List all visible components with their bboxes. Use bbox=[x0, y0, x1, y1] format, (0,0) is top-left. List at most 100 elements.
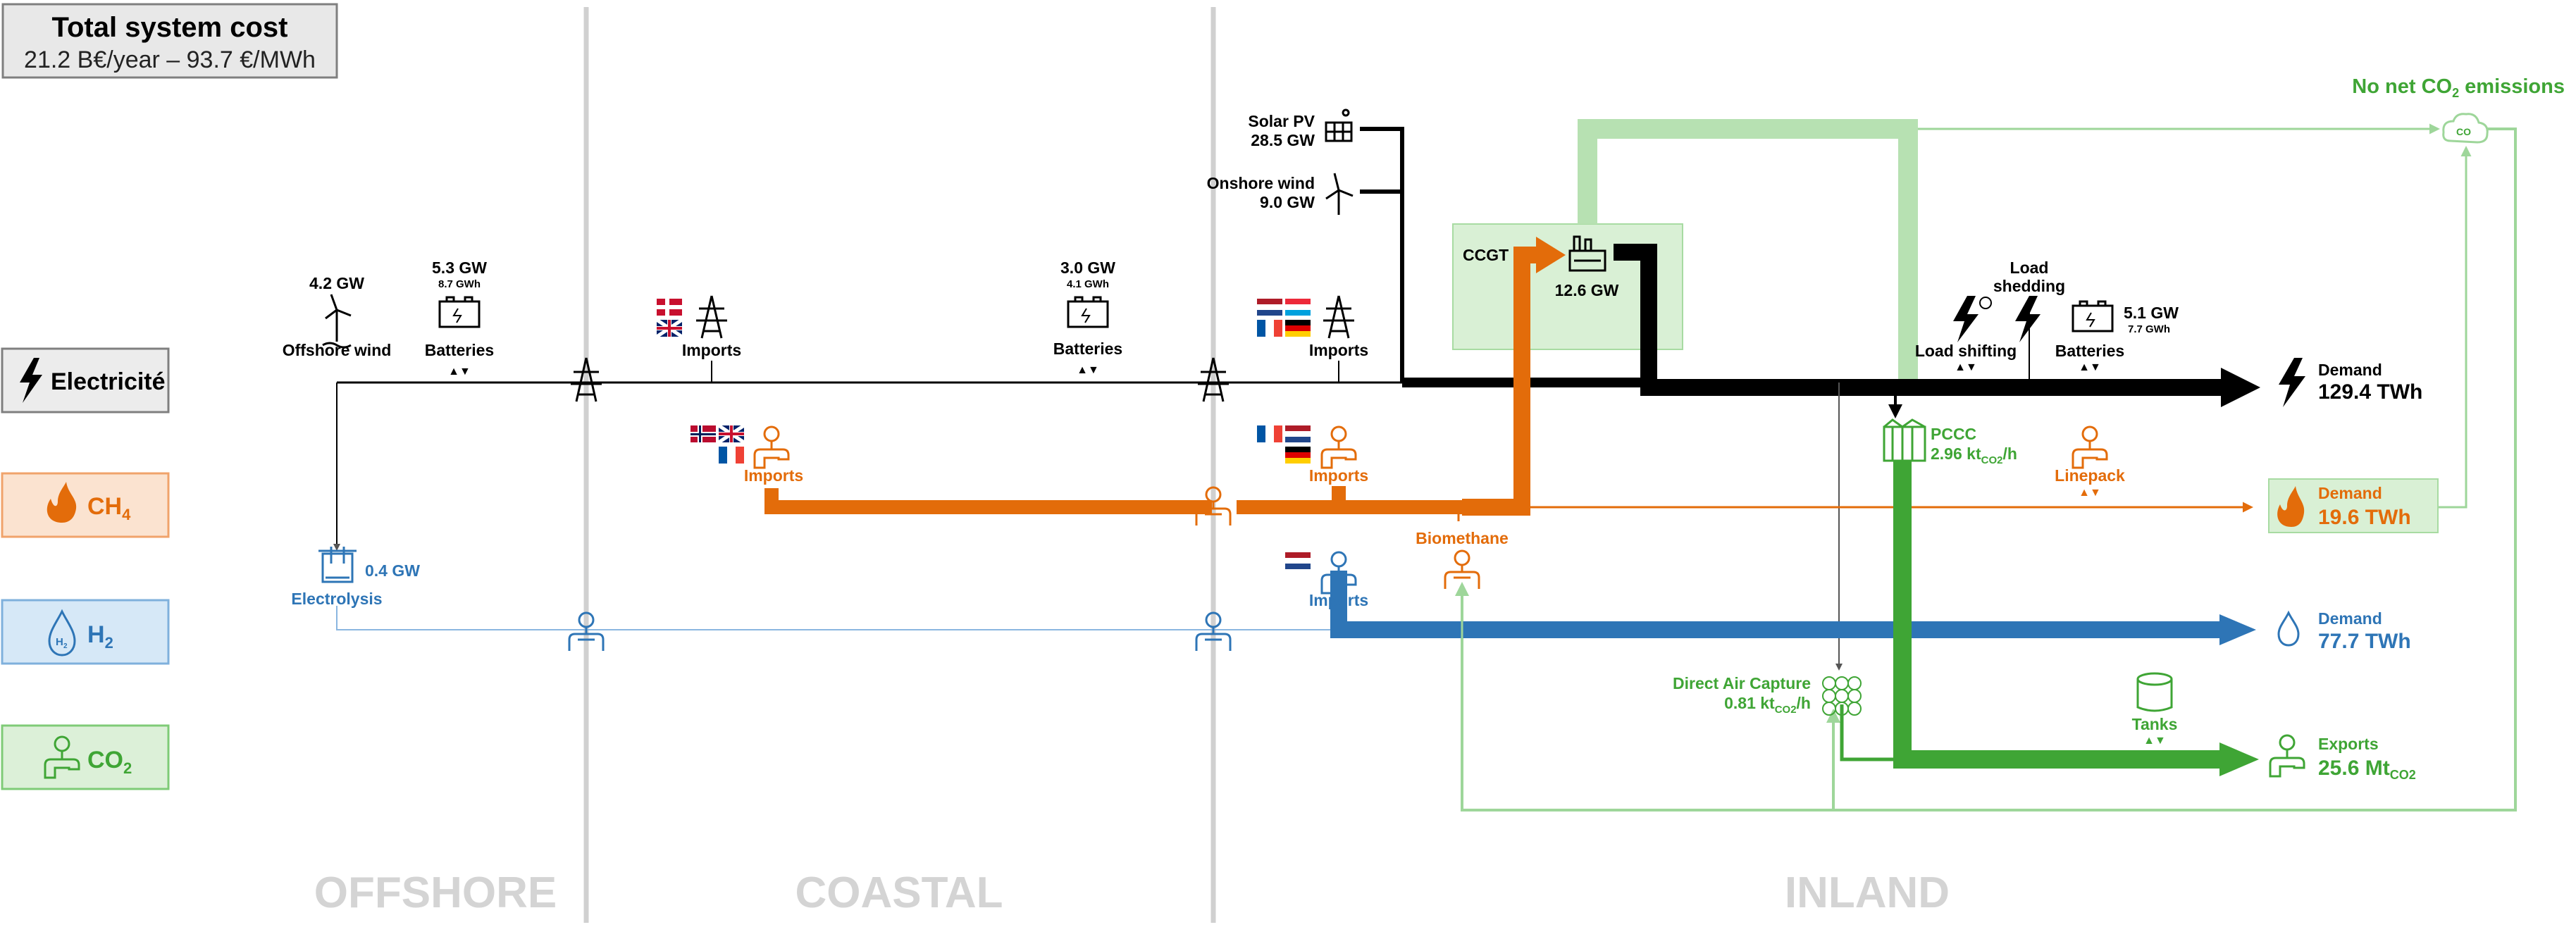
flag-germany-icon bbox=[1285, 447, 1311, 464]
offshore-wind-label: Offshore wind bbox=[283, 341, 392, 359]
coastal-elec-import-flags bbox=[655, 299, 683, 339]
co2-capture-flows bbox=[1840, 461, 2259, 776]
electricity-demand-value: 129.4 TWh bbox=[2318, 380, 2422, 404]
inland-elec-import-flags bbox=[1257, 299, 1311, 337]
coastal-battery-icon bbox=[1067, 296, 1109, 328]
offshore-substation-icon bbox=[571, 357, 602, 402]
solar-pv-label: Solar PV bbox=[1248, 112, 1315, 130]
pccc-subscript: CO2 bbox=[1981, 454, 2003, 466]
svg-text:2.96 ktCO2/h: 2.96 ktCO2/h bbox=[1931, 444, 2017, 466]
offshore-battery-arrows: ▲▼ bbox=[448, 366, 471, 378]
legend-co2-subscript: 2 bbox=[123, 759, 132, 777]
co2-export-icon bbox=[2269, 734, 2305, 778]
ch4-demand-value: 19.6 TWh bbox=[2318, 506, 2411, 529]
legend-electricity-label: Electricité bbox=[51, 368, 166, 395]
legend-ch4-label: CH bbox=[87, 493, 122, 520]
legend-h2-label: H bbox=[87, 621, 105, 648]
tanks-arrows: ▲▼ bbox=[2143, 735, 2166, 747]
co2-pipe-icon bbox=[44, 735, 80, 779]
svg-text:CO2: CO2 bbox=[87, 747, 132, 777]
direct-air-capture-icon bbox=[1822, 676, 1862, 716]
pccc-unit: /h bbox=[2002, 444, 2017, 463]
offshore-battery-energy: 8.7 GWh bbox=[438, 278, 481, 290]
co2-tanks-icon bbox=[2136, 672, 2173, 712]
ccgt-label: CCGT bbox=[1463, 246, 1509, 264]
svg-text:0.81 ktCO2/h: 0.81 ktCO2/h bbox=[1724, 694, 1811, 716]
inland-gas-import-flags bbox=[1257, 425, 1311, 464]
electrolysis-label: Electrolysis bbox=[291, 590, 382, 608]
co2-exports-subscript: CO2 bbox=[2390, 768, 2416, 782]
load-shifting-icon bbox=[1953, 296, 1979, 342]
coastal-battery-energy: 4.1 GWh bbox=[1067, 278, 1109, 290]
flag-france-icon bbox=[1257, 320, 1282, 337]
dac-value: 0.81 kt bbox=[1724, 694, 1775, 712]
load-shedding-label-line1: Load bbox=[2010, 259, 2049, 277]
h2-demand-label: Demand bbox=[2318, 609, 2382, 628]
total-cost-title: Total system cost bbox=[52, 12, 288, 43]
tanks-label: Tanks bbox=[2132, 715, 2178, 733]
dac-unit: /h bbox=[1797, 694, 1811, 712]
inland-gas-imports-label: Imports bbox=[1309, 466, 1368, 485]
biomethane-icon bbox=[1444, 549, 1480, 589]
electricity-demand-icon bbox=[2279, 358, 2305, 407]
linepack-arrows: ▲▼ bbox=[2079, 487, 2101, 499]
biomethane-label: Biomethane bbox=[1416, 529, 1509, 547]
flag-luxembourg-icon bbox=[1285, 299, 1311, 316]
h2-network bbox=[336, 571, 2256, 645]
onshore-wind-icon bbox=[1325, 173, 1354, 215]
coastal-gas-import-flags bbox=[691, 423, 745, 464]
svg-text:No net CO2 emissions: No net CO2 emissions bbox=[2352, 75, 2565, 100]
h2-demand-arrow bbox=[2219, 614, 2256, 645]
coastal-gas-import-icon bbox=[753, 425, 790, 469]
coastal-battery-power: 3.0 GW bbox=[1060, 259, 1115, 277]
offshore-battery-label: Batteries bbox=[425, 341, 494, 359]
svg-text:CH4: CH4 bbox=[87, 493, 131, 523]
legend-co2-label: CO bbox=[87, 747, 123, 773]
inland-battery-power: 5.1 GW bbox=[2124, 304, 2179, 322]
svg-text:25.6 MtCO2: 25.6 MtCO2 bbox=[2318, 757, 2416, 782]
onshore-wind-capacity: 9.0 GW bbox=[1260, 193, 1315, 211]
flag-uk-icon bbox=[717, 423, 745, 444]
offshore-battery-icon bbox=[438, 296, 481, 328]
net-zero-tail: emissions bbox=[2459, 75, 2565, 98]
offshore-wind-icon bbox=[322, 294, 352, 349]
flame-icon bbox=[47, 482, 77, 523]
ch4-demand-icon bbox=[2277, 486, 2305, 527]
load-shedding-label-line2: shedding bbox=[1993, 277, 2065, 295]
region-label-coastal: COASTAL bbox=[795, 869, 1003, 917]
solar-pv-icon bbox=[1325, 108, 1353, 142]
ch4-demand-label: Demand bbox=[2318, 484, 2382, 502]
flag-netherlands-icon bbox=[1285, 552, 1311, 569]
solar-pv-capacity: 28.5 GW bbox=[1251, 131, 1315, 149]
svg-text:2: 2 bbox=[63, 642, 68, 650]
legend-h2-subscript: 2 bbox=[105, 634, 113, 652]
inland-elec-imports-label: Imports bbox=[1309, 341, 1368, 359]
electricity-demand-arrow bbox=[2221, 368, 2260, 407]
legend-ch4: CH4 bbox=[1, 472, 170, 538]
legend-electricity: Electricité bbox=[1, 347, 170, 413]
inland-battery-label: Batteries bbox=[2055, 342, 2124, 360]
pccc-value: 2.96 kt bbox=[1931, 444, 1981, 463]
flag-france-icon bbox=[1257, 425, 1282, 442]
clock-icon bbox=[1979, 297, 1992, 309]
co2-cloud-icon: CO bbox=[2442, 113, 2489, 144]
coastal-battery-label: Batteries bbox=[1053, 340, 1122, 358]
linepack-icon bbox=[2072, 425, 2108, 469]
inland-battery-icon bbox=[2072, 300, 2114, 332]
coastal-elec-pylon-icon bbox=[696, 295, 727, 339]
load-shifting-label: Load shifting bbox=[1915, 342, 2017, 360]
flag-france-icon bbox=[719, 447, 744, 464]
flag-netherlands-icon bbox=[1285, 425, 1311, 442]
linepack-label: Linepack bbox=[2055, 466, 2125, 485]
svg-text:CO: CO bbox=[2456, 126, 2471, 137]
region-label-offshore: OFFSHORE bbox=[314, 869, 557, 917]
load-shifting-arrows: ▲▼ bbox=[1955, 361, 1977, 373]
electrolysis-icon bbox=[318, 547, 357, 583]
region-label-inland: INLAND bbox=[1785, 869, 1950, 917]
h2-demand-icon bbox=[2277, 610, 2300, 647]
hydrogen-drop-icon bbox=[48, 609, 76, 657]
svg-text:H: H bbox=[56, 636, 63, 648]
lightning-icon bbox=[20, 358, 42, 403]
